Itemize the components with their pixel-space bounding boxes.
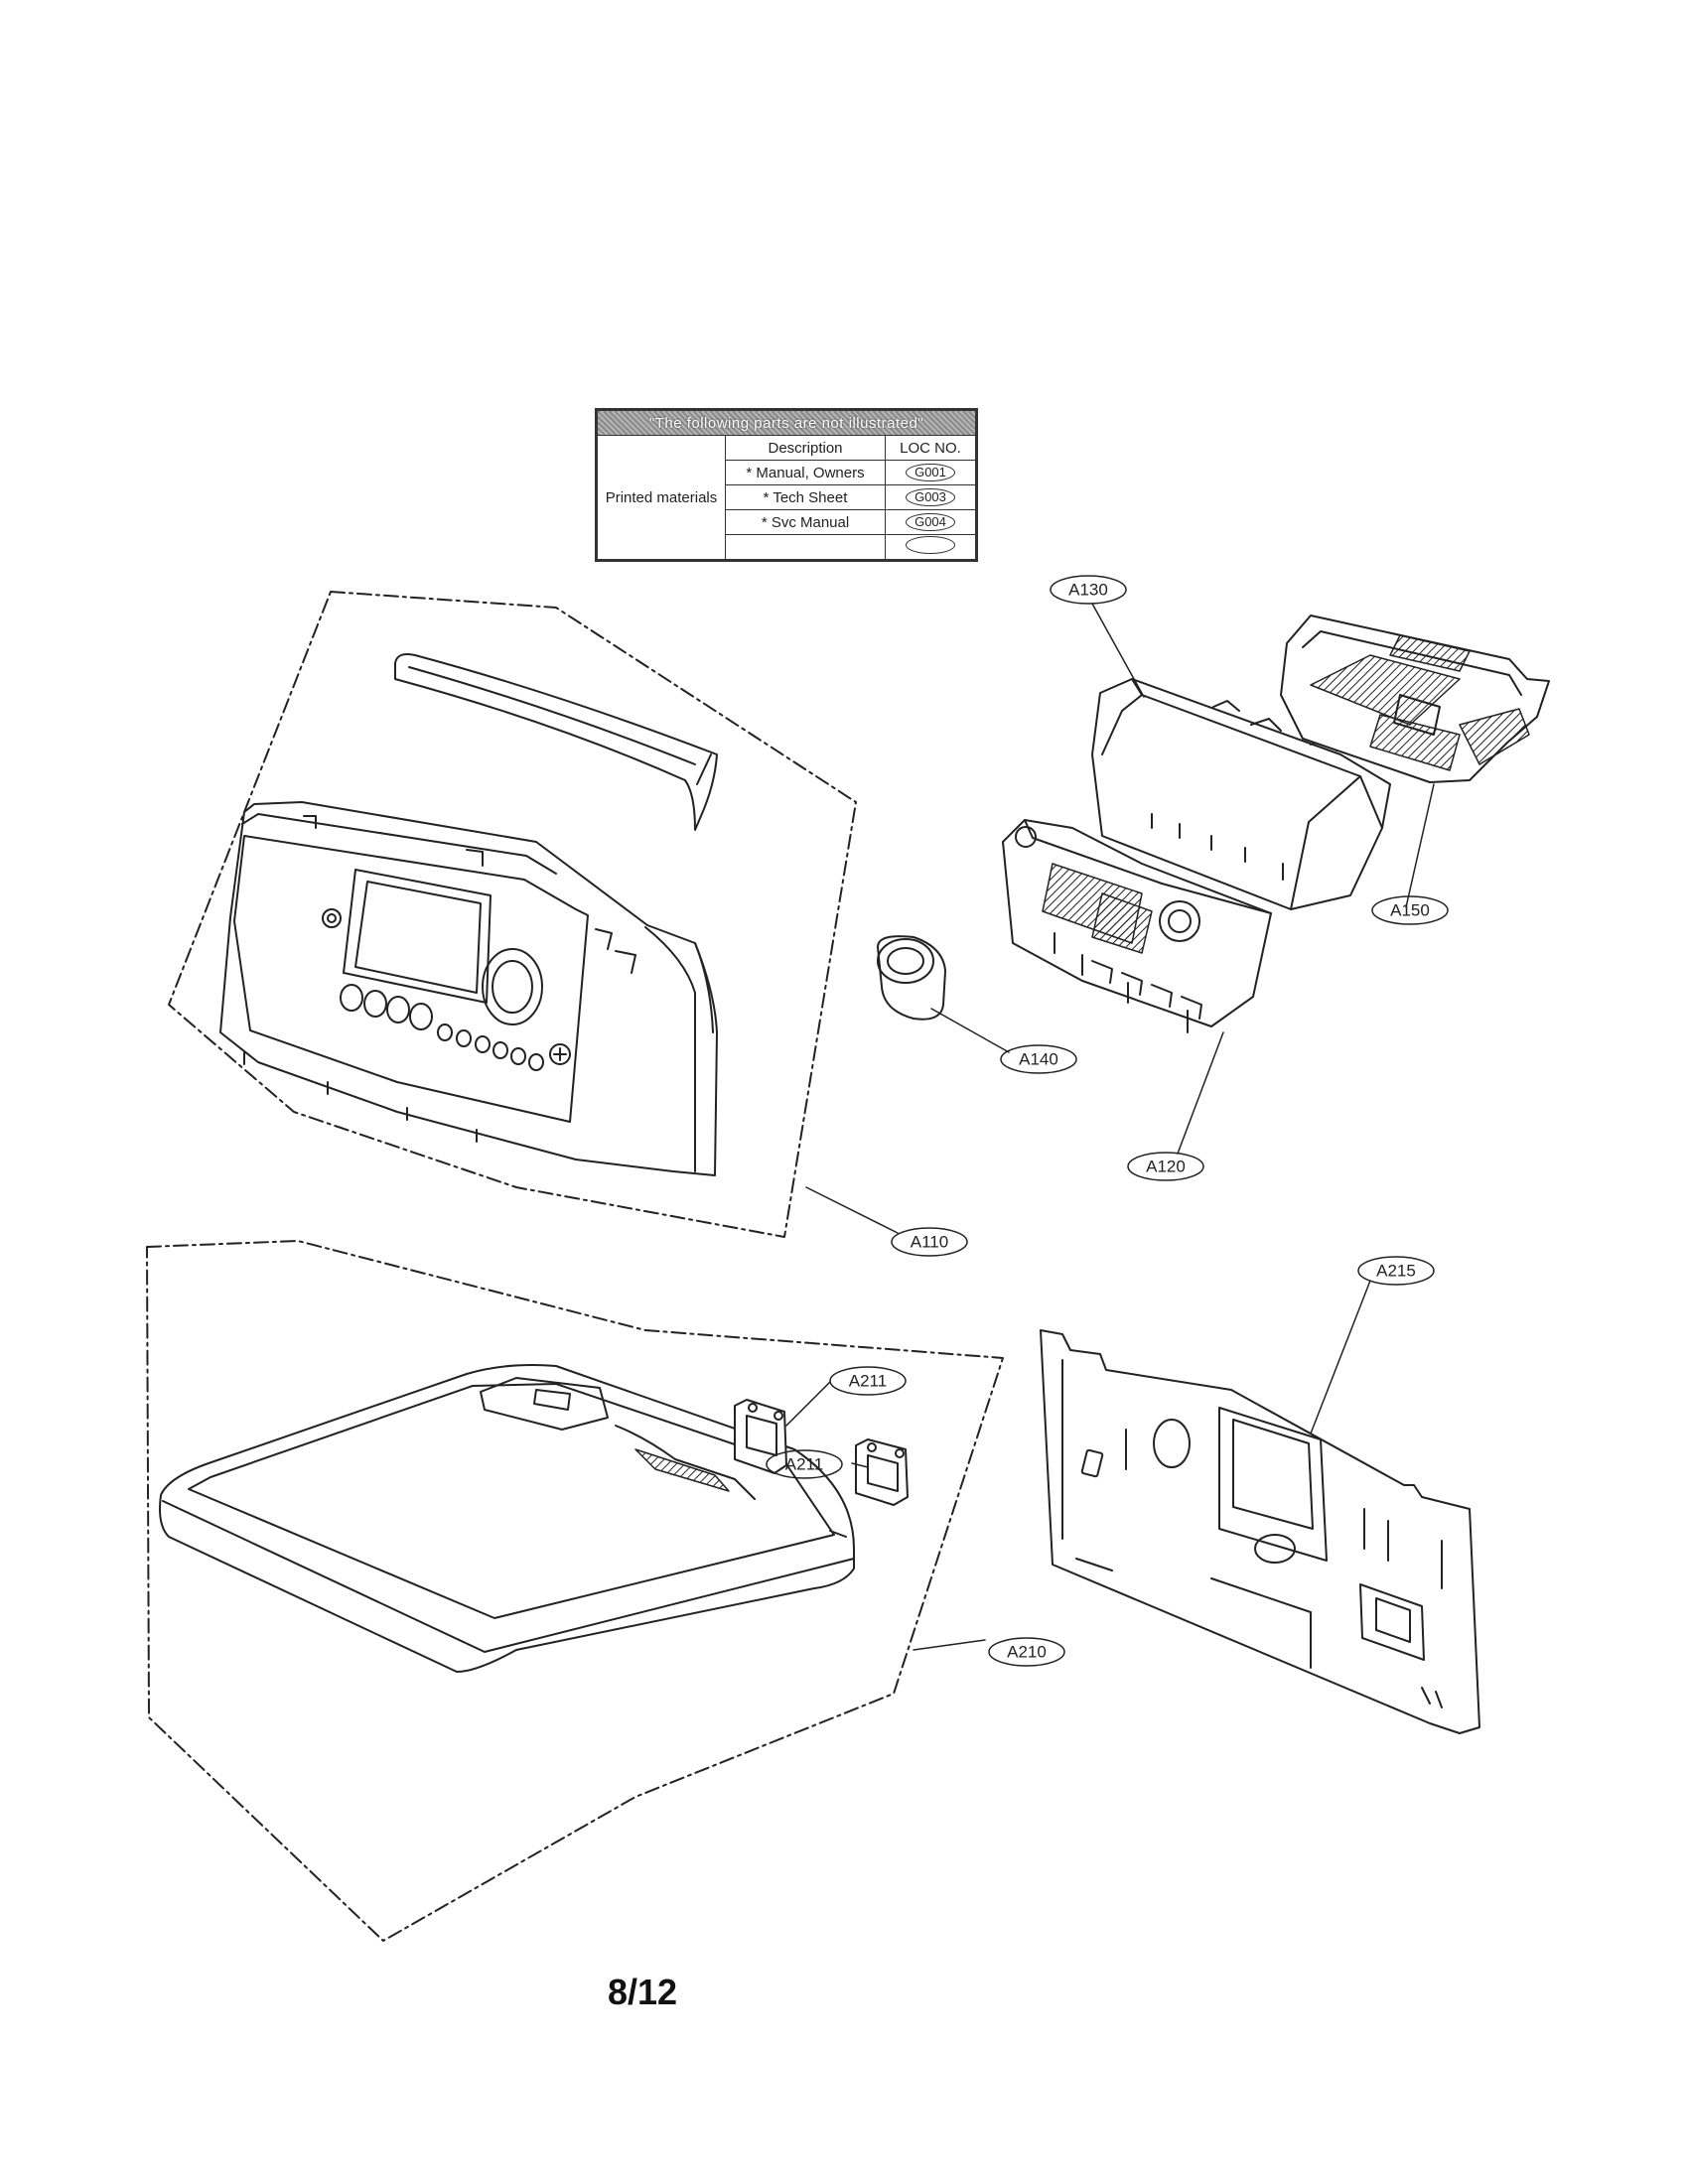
leader-a150: [1405, 783, 1435, 908]
pcb-cover-a130: [1091, 678, 1391, 910]
page-number: 8/12: [608, 1972, 678, 2012]
panel-button: [528, 1053, 544, 1071]
control-knob-a140: [877, 935, 946, 1021]
description-cell: * Tech Sheet: [725, 484, 886, 510]
hinge-a211-lower: [855, 1438, 909, 1506]
leader-a140: [930, 1008, 1010, 1053]
display-window: [343, 869, 492, 1004]
control-knob-ring: [482, 948, 543, 1025]
panel-button: [363, 990, 387, 1018]
control-panel-trim: [394, 653, 718, 831]
leader-a130: [1091, 603, 1145, 698]
table-row: * Tech Sheet G003: [597, 484, 977, 510]
panel-button: [437, 1024, 453, 1041]
panel-button: [510, 1047, 526, 1065]
loc-oval: G003: [906, 488, 955, 506]
control-panel-body: [219, 801, 718, 1176]
callout-a130: A130: [1068, 581, 1108, 600]
table-header: "The following parts are not illustrated…: [596, 409, 977, 436]
callout-oval-a211-lower: [766, 1449, 843, 1479]
leader-a211-upper: [785, 1381, 831, 1427]
callout-oval-a140: [1000, 1044, 1077, 1074]
panel-button: [409, 1003, 433, 1030]
loc-cell: G001: [885, 460, 977, 485]
loc-cell: [885, 534, 977, 561]
callout-a215: A215: [1376, 1262, 1416, 1281]
loc-oval: [906, 536, 955, 554]
panel-button: [386, 996, 410, 1024]
table-row: * Manual, Owners G001: [597, 460, 977, 485]
table-row: * Svc Manual G004: [597, 509, 977, 535]
hinge-a211-upper: [734, 1399, 787, 1474]
callout-oval-a120: [1127, 1152, 1204, 1181]
callout-a211-upper: A211: [849, 1372, 887, 1391]
callout-oval-a210: [988, 1637, 1065, 1667]
callout-a140: A140: [1019, 1050, 1058, 1069]
top-lid-a210: [159, 1364, 855, 1673]
callout-a120: A120: [1146, 1158, 1186, 1176]
loc-oval: G001: [906, 464, 955, 481]
leader-a211-lower: [851, 1462, 869, 1468]
leader-lines: [785, 603, 1435, 1651]
loc-cell: G003: [885, 484, 977, 510]
loc-oval: G004: [906, 513, 955, 531]
callout-oval-a215: [1357, 1256, 1435, 1286]
panel-button: [475, 1035, 491, 1053]
pcb-bracket-a150: [1280, 614, 1550, 783]
pcb-rotary-encoder: [1159, 900, 1200, 942]
callout-a210: A210: [1007, 1643, 1047, 1662]
indicator-light: [322, 908, 342, 928]
group-boundary-a110: [168, 591, 857, 1238]
callout-a150: A150: [1390, 901, 1430, 920]
leader-a210: [913, 1639, 986, 1651]
callout-oval-a110: [891, 1227, 968, 1257]
callout-oval-a130: [1050, 575, 1127, 605]
power-button: [549, 1043, 571, 1065]
panel-button: [456, 1029, 472, 1047]
callout-oval-a211-upper: [829, 1366, 907, 1396]
panel-button: [492, 1041, 508, 1059]
description-cell: [725, 534, 886, 561]
rear-panel-hole: [1153, 1419, 1191, 1468]
printed-materials-table: "The following parts are not illustrated…: [595, 408, 978, 562]
rear-panel-a215: [1040, 1329, 1480, 1734]
description-cell: * Svc Manual: [725, 509, 886, 535]
leader-a215: [1310, 1280, 1371, 1434]
callout-a110: A110: [911, 1233, 948, 1252]
leader-a120: [1177, 1031, 1224, 1155]
callout-oval-a150: [1371, 895, 1449, 925]
leader-a110: [805, 1186, 899, 1234]
panel-button: [340, 984, 363, 1012]
callout-a211-lower: A211: [785, 1455, 823, 1474]
main-pcb-a120: [1002, 819, 1272, 1033]
group-boundary-a210: [146, 1240, 1004, 1942]
table-row: [597, 534, 977, 561]
